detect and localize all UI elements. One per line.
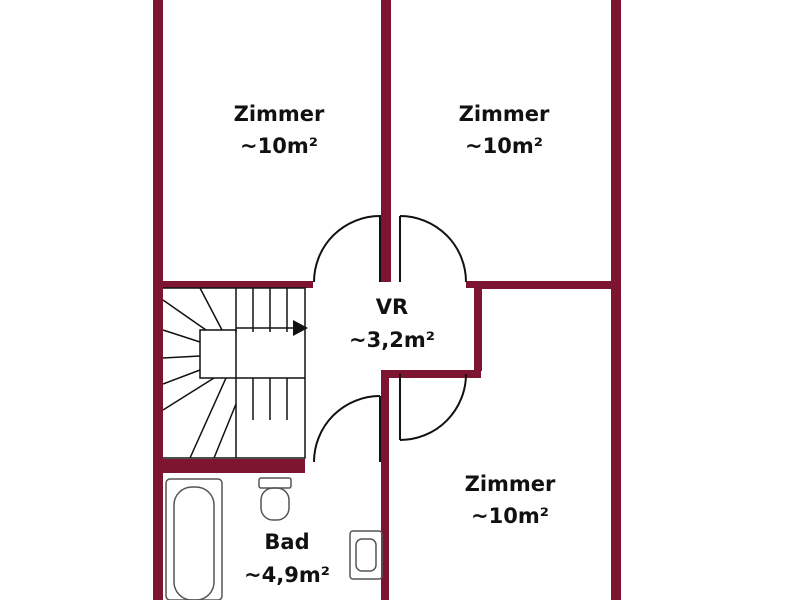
bathtub-outer [165,478,223,600]
wall-outer-left [153,0,163,600]
door-swing-bottom-right [399,373,467,441]
stairs-frame [163,287,306,459]
room-zimmer-top-right: Zimmer ~10m² [459,102,550,158]
walls [153,0,621,600]
sink-outer [349,530,383,580]
room-area: ~4,9m² [244,563,330,587]
wall-center-mid [381,370,481,378]
toilet-bowl [260,487,290,521]
stair-winder [189,377,227,459]
stair-winder [199,287,223,331]
room-bad: Bad ~4,9m² [244,530,330,587]
wall-bath-right [381,459,389,600]
toilet-icon [258,477,292,521]
room-vr: VR ~3,2m² [349,295,435,352]
stair-winder [162,355,201,359]
room-name: Zimmer [459,102,550,126]
bathtub-icon [165,478,223,600]
door-swing-top-left [313,214,381,283]
room-area: ~10m² [471,504,549,528]
stair-winder [162,369,201,385]
stair-winder [213,403,237,459]
room-name: Zimmer [234,102,325,126]
door-swing-top-right [399,215,467,283]
sink-icon [349,530,383,580]
doors [313,214,467,463]
wall-right-room-top [474,281,621,289]
wall-bath-top [153,459,305,473]
room-name: Zimmer [465,472,556,496]
stair-winder [162,299,207,331]
wall-outer-right [611,0,621,600]
wall-center-top [381,0,391,282]
room-zimmer-top-left: Zimmer ~10m² [234,102,325,158]
stairs-arrow-icon [293,320,308,336]
room-area: ~10m² [465,134,543,158]
room-area: ~10m² [240,134,318,158]
stair-winder [162,377,215,411]
stair-winder [162,329,201,343]
room-name: VR [376,295,408,319]
wall-top-left-bottom [153,281,313,288]
sink-basin [355,538,377,572]
room-name: Bad [264,530,309,554]
toilet-tank [258,477,292,489]
staircase-icon [162,287,306,459]
stairs-well [199,329,237,379]
wall-vr-right [474,281,482,371]
room-zimmer-bottom-right: Zimmer ~10m² [465,472,556,528]
room-area: ~3,2m² [349,328,435,352]
bathtub-inner [173,486,215,600]
door-swing-bath [313,395,381,463]
